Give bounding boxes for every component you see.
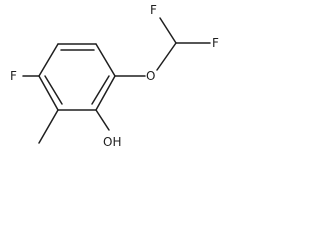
atom-label-oh: OH <box>103 135 121 149</box>
bond-ch-to-f1 <box>159 17 177 44</box>
bond-ring-to-oh <box>95 109 110 131</box>
ring-bond-2 <box>95 43 116 77</box>
atom-label-o-ether: O <box>146 69 155 83</box>
molecule-diagram: F O F F OH <box>0 0 234 156</box>
ring-bond-5 <box>38 75 59 111</box>
atom-label-f-ring: F <box>10 69 17 83</box>
atom-label-f-2: F <box>212 36 219 50</box>
ring-bond-3 <box>95 75 116 111</box>
structure-drawing: F O F F OH <box>10 3 219 149</box>
atom-label-f-1: F <box>150 3 157 17</box>
ring-bond-3-inner <box>91 75 110 105</box>
ring-bond-6 <box>38 43 59 77</box>
ring-bond-5-inner <box>44 75 63 105</box>
bond-o-to-ch <box>156 42 177 71</box>
bond-methyl <box>38 109 59 144</box>
